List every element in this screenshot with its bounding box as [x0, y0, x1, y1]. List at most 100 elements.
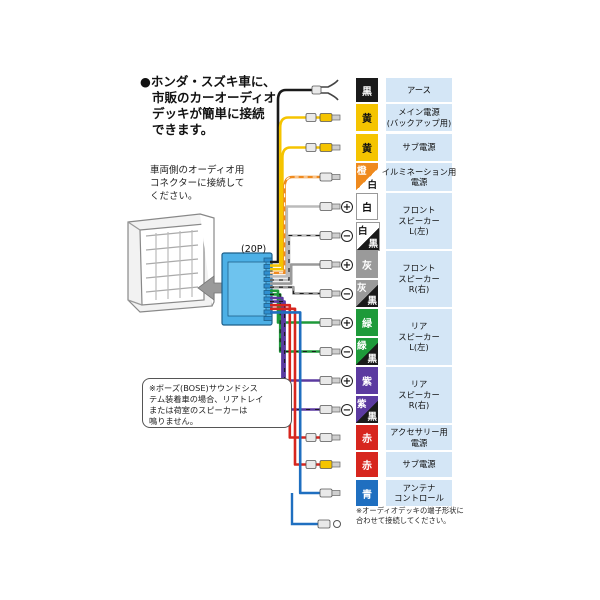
wire-color-label: 灰: [357, 283, 367, 294]
terminal-pin: [331, 261, 341, 268]
terminal-pin: [331, 174, 341, 180]
wire-color-chip: 白: [356, 193, 378, 220]
terminal-pin: [331, 232, 341, 239]
wire-function-label: メイン電源(バックアップ用): [386, 104, 452, 131]
headline-line: ●ホンダ・スズキ車に、: [140, 74, 276, 89]
wire-color-chip: 橙白: [356, 163, 378, 191]
wire-function-line: メイン電源: [398, 107, 440, 117]
wire-color-chip: 赤: [356, 452, 378, 477]
terminal-pin: [331, 319, 341, 326]
wire-color-chip: 黄: [356, 134, 378, 161]
wire-function-line: スピーカー: [398, 331, 440, 342]
wire-color-chip: 緑: [356, 309, 378, 336]
terminal-pin: [331, 144, 341, 151]
vehicle-note-line: ください。: [150, 191, 198, 202]
wire-stripe: [270, 293, 322, 353]
terminal-pin: [331, 490, 341, 496]
wire-layer: [270, 88, 322, 526]
bose-note-line: 鳴りません。: [149, 416, 198, 426]
wire-function-line: アンテナ: [402, 482, 436, 493]
wire-function-line: 電源: [410, 177, 428, 187]
wire-function-line: フロント: [402, 263, 436, 274]
bottom-note-line: 合わせて接続してください。: [356, 516, 451, 525]
wire: [270, 146, 322, 271]
wire-color-chip: 紫黒: [356, 396, 378, 423]
terminal-pin: [331, 434, 341, 441]
terminal-sleeve: [319, 460, 333, 469]
wire-function-line: リア: [410, 321, 428, 332]
wire-function-line: サブ電源: [402, 459, 436, 470]
headline-line: できます。: [152, 122, 214, 137]
wire: [270, 307, 322, 466]
wire-stripe-label: 白: [367, 180, 377, 191]
terminal-sleeve: [319, 433, 333, 442]
terminal-sleeve: [319, 376, 333, 385]
terminal-sleeve: [305, 433, 317, 442]
minus-icon: −: [341, 403, 353, 416]
wire: [270, 116, 322, 267]
wire-color-chip: 緑黒: [356, 338, 378, 365]
terminal-sleeve: [319, 172, 333, 182]
terminal-sleeve: [305, 460, 317, 469]
minus-icon: −: [341, 287, 353, 300]
terminal-pin: [331, 114, 341, 121]
wire-function-line: R(右): [408, 284, 430, 295]
bose-note-line: または荷室のスピーカーは: [149, 405, 248, 415]
bose-note: ※ボーズ(BOSE)サウンドシス テム装着車の場合、リアトレイ または荷室のスピ…: [142, 378, 292, 428]
terminal-sleeve: [311, 85, 322, 95]
terminal-sleeve: [319, 405, 333, 414]
wire-function-line: 電源: [410, 437, 428, 448]
wire: [290, 493, 318, 526]
terminal-pin: [331, 203, 341, 210]
terminal-sleeve: [319, 143, 333, 152]
wire-function-line: イルミネーション用: [381, 166, 457, 177]
wire-color-label: 橙: [357, 166, 367, 177]
wire-stripe-label: 黒: [367, 354, 377, 365]
wire-stripe: [270, 286, 322, 295]
terminal-pin: [331, 406, 341, 413]
terminal-sleeve: [319, 289, 333, 298]
wire-function-line: リア: [410, 379, 428, 390]
wire-color-chip: 灰黒: [356, 280, 378, 307]
bottom-note-line: ※オーディオデッキの端子形状に: [356, 506, 464, 515]
wire-color-chip: 灰: [356, 251, 378, 278]
wire-stripe-label: 黒: [368, 239, 378, 250]
headline-line: 市販のカーオーディオ: [152, 90, 277, 105]
wire-function-line: アクセサリー用: [390, 427, 448, 437]
wire-function-label: アクセサリー用電源: [386, 425, 452, 450]
pin-count-label: (20P): [241, 244, 267, 255]
bose-note-line: テム装着車の場合、リアトレイ: [149, 394, 264, 404]
bose-note-line: ※ボーズ(BOSE)サウンドシス: [149, 383, 258, 393]
wire-function-label: アンテナコントロール: [386, 480, 452, 506]
plus-icon: +: [341, 200, 353, 213]
wire-stripe: [270, 234, 322, 281]
wire-color-chip: 青: [356, 480, 378, 506]
headline: ●ホンダ・スズキ車に、 市販のカーオーディオ デッキが簡単に接続 できます。: [140, 74, 340, 138]
wire-function-line: スピーカー: [398, 273, 440, 284]
wire: [270, 88, 318, 264]
wire-function-line: コントロール: [394, 493, 444, 503]
plus-icon: +: [341, 374, 353, 387]
wire-function-label: サブ電源: [386, 134, 452, 161]
terminal-sleeve: [319, 202, 333, 211]
wire-stripe-label: 黒: [367, 296, 377, 307]
wire-function-line: スピーカー: [398, 215, 440, 226]
wire: [270, 311, 322, 495]
headline-line: デッキが簡単に接続: [152, 106, 265, 121]
vehicle-note-line: コネクターに接続して: [150, 178, 245, 189]
plus-icon: +: [341, 316, 353, 329]
wire-function-line: アース: [407, 84, 431, 95]
wire-function-line: L(左): [409, 226, 429, 237]
wire-function-line: スピーカー: [398, 389, 440, 400]
connector-pin: [263, 257, 273, 263]
fork-terminal: [318, 79, 339, 101]
minus-icon: −: [341, 229, 353, 242]
vehicle-note-line: 車両側のオーディオ用: [150, 165, 245, 176]
terminal-sleeve: [319, 318, 333, 327]
connector-pin: [263, 290, 273, 295]
